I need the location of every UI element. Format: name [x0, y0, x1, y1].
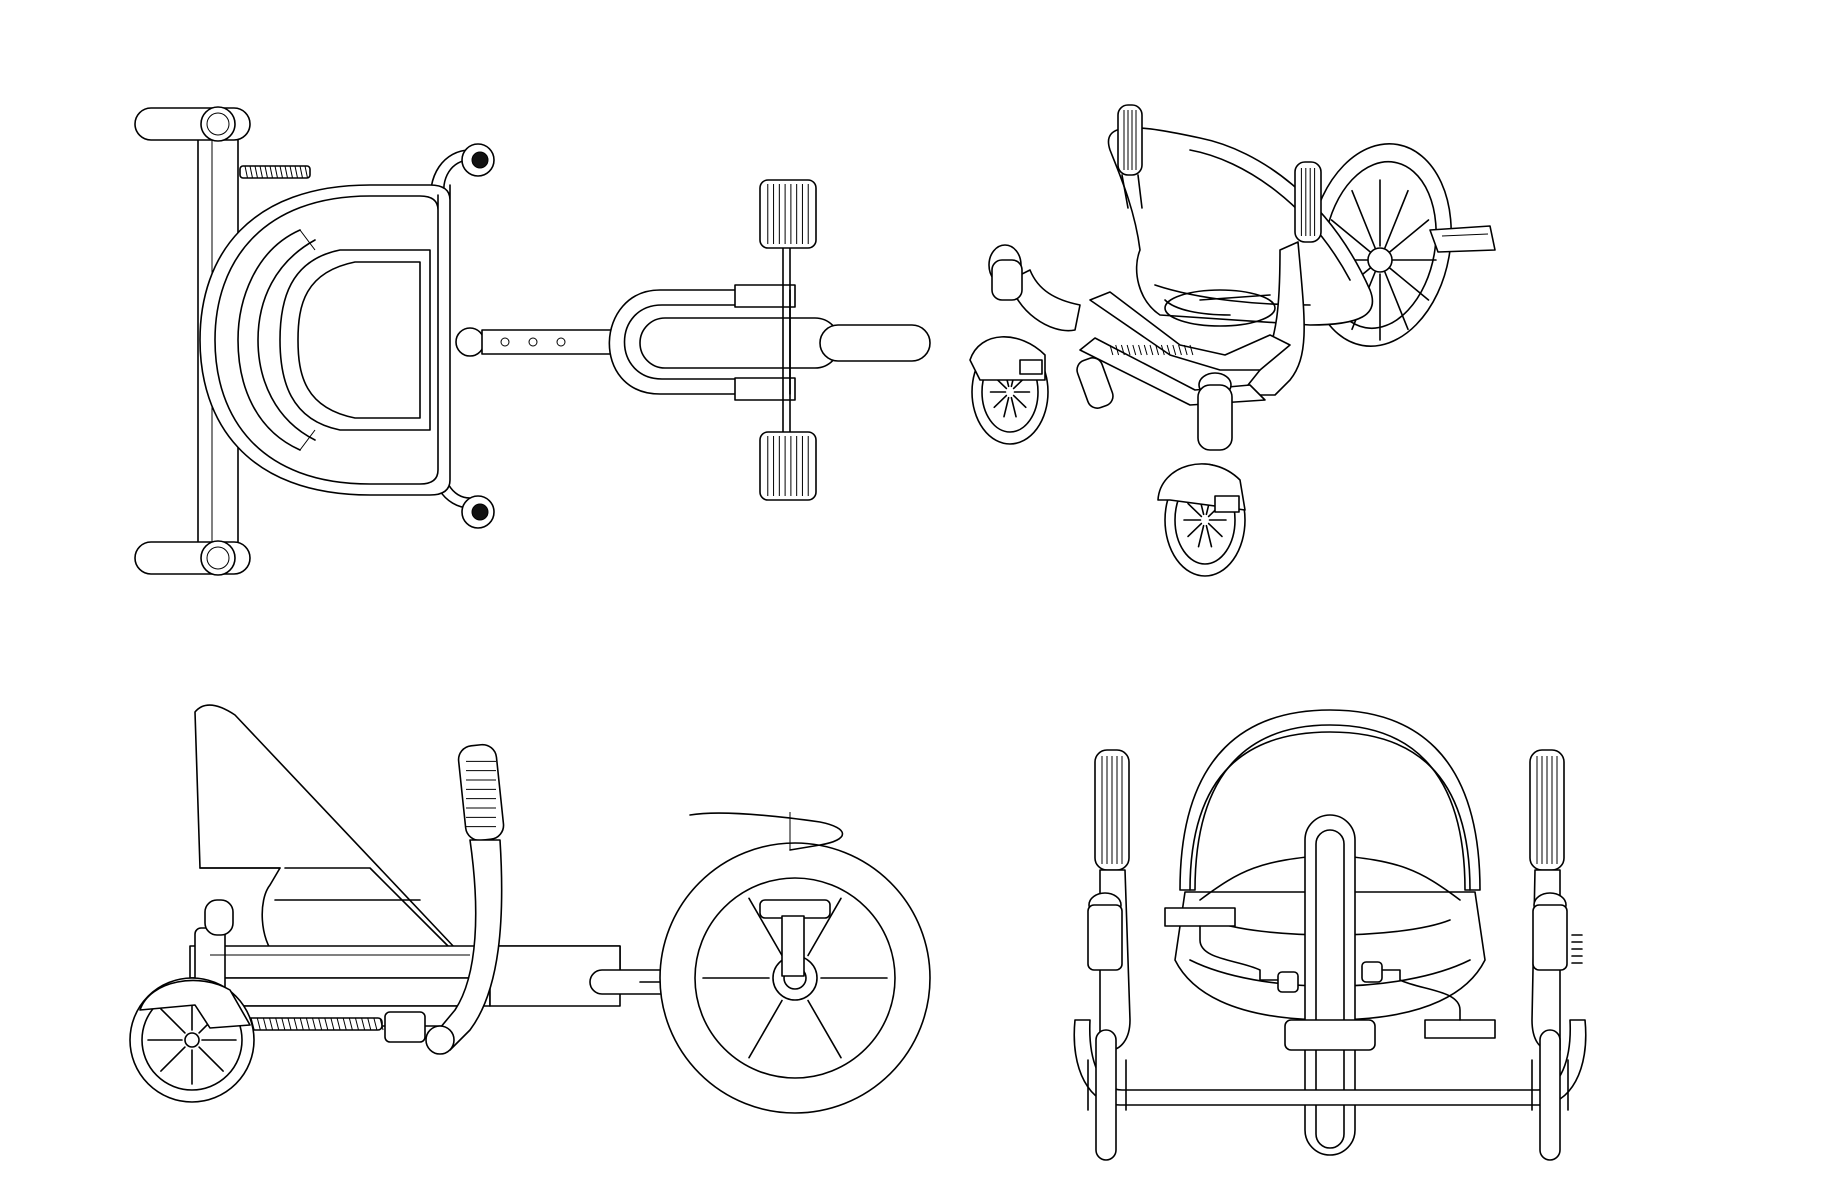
wheel-spoke: [807, 897, 842, 957]
front-frame: [608, 284, 931, 401]
side-seat: [194, 704, 456, 956]
wheel-spoke: [1330, 219, 1373, 254]
front-caster-right: [1531, 892, 1583, 1161]
wheel-spoke: [1012, 394, 1027, 409]
wheel-spoke: [1207, 522, 1223, 538]
handle-knob-top: [461, 143, 495, 177]
wheel-spoke: [160, 1046, 186, 1072]
side-handle: [425, 743, 505, 1055]
front-caster-left: [1087, 892, 1127, 1161]
wheel-spoke: [1197, 524, 1205, 548]
iso-seat: [1107, 127, 1374, 327]
wheel-spoke: [993, 394, 1008, 409]
wheel-spoke: [1003, 396, 1010, 418]
seat-shell: [199, 184, 451, 496]
pedal-bottom: [759, 431, 817, 501]
iso-pedal: [1429, 225, 1496, 253]
top-view: [134, 106, 931, 576]
front-view: [1073, 709, 1587, 1161]
wheel-spoke: [1351, 189, 1376, 249]
side-front-wheel: [659, 812, 931, 1114]
handle-knob-bottom: [461, 495, 495, 529]
front-pedal-right: [1361, 961, 1496, 1039]
wheel-spoke: [748, 897, 783, 957]
iso-rear-caster-right: [1157, 372, 1246, 577]
extension-tube: [455, 327, 631, 357]
wheel-spoke: [1387, 266, 1430, 301]
side-view: [129, 704, 931, 1114]
wheel-spoke: [748, 999, 783, 1059]
wheel-spoke: [807, 999, 842, 1059]
isometric-view: [969, 104, 1496, 577]
wheel-spoke: [1205, 524, 1213, 548]
spring: [239, 165, 311, 179]
side-rear-caster: [129, 977, 255, 1103]
side-spring: [241, 1011, 426, 1043]
wheel-spoke: [1384, 271, 1409, 331]
wheel-spoke: [1010, 396, 1017, 418]
wheel-spoke: [1384, 189, 1409, 249]
wheel-spoke: [1187, 502, 1203, 518]
wheel-spoke: [1187, 522, 1203, 538]
rear-caster-top: [134, 106, 251, 142]
front-pedal-left: [1164, 907, 1299, 993]
iso-handle-left: [1117, 104, 1143, 209]
wheel-spoke: [1387, 219, 1430, 254]
wheel-spoke: [198, 1046, 224, 1072]
iso-rear-caster-left: [969, 244, 1049, 445]
pedal-top: [759, 179, 817, 249]
rear-caster-bottom: [134, 540, 251, 576]
wheel-spoke: [160, 1008, 186, 1034]
front-wheel-center: [1284, 814, 1376, 1156]
